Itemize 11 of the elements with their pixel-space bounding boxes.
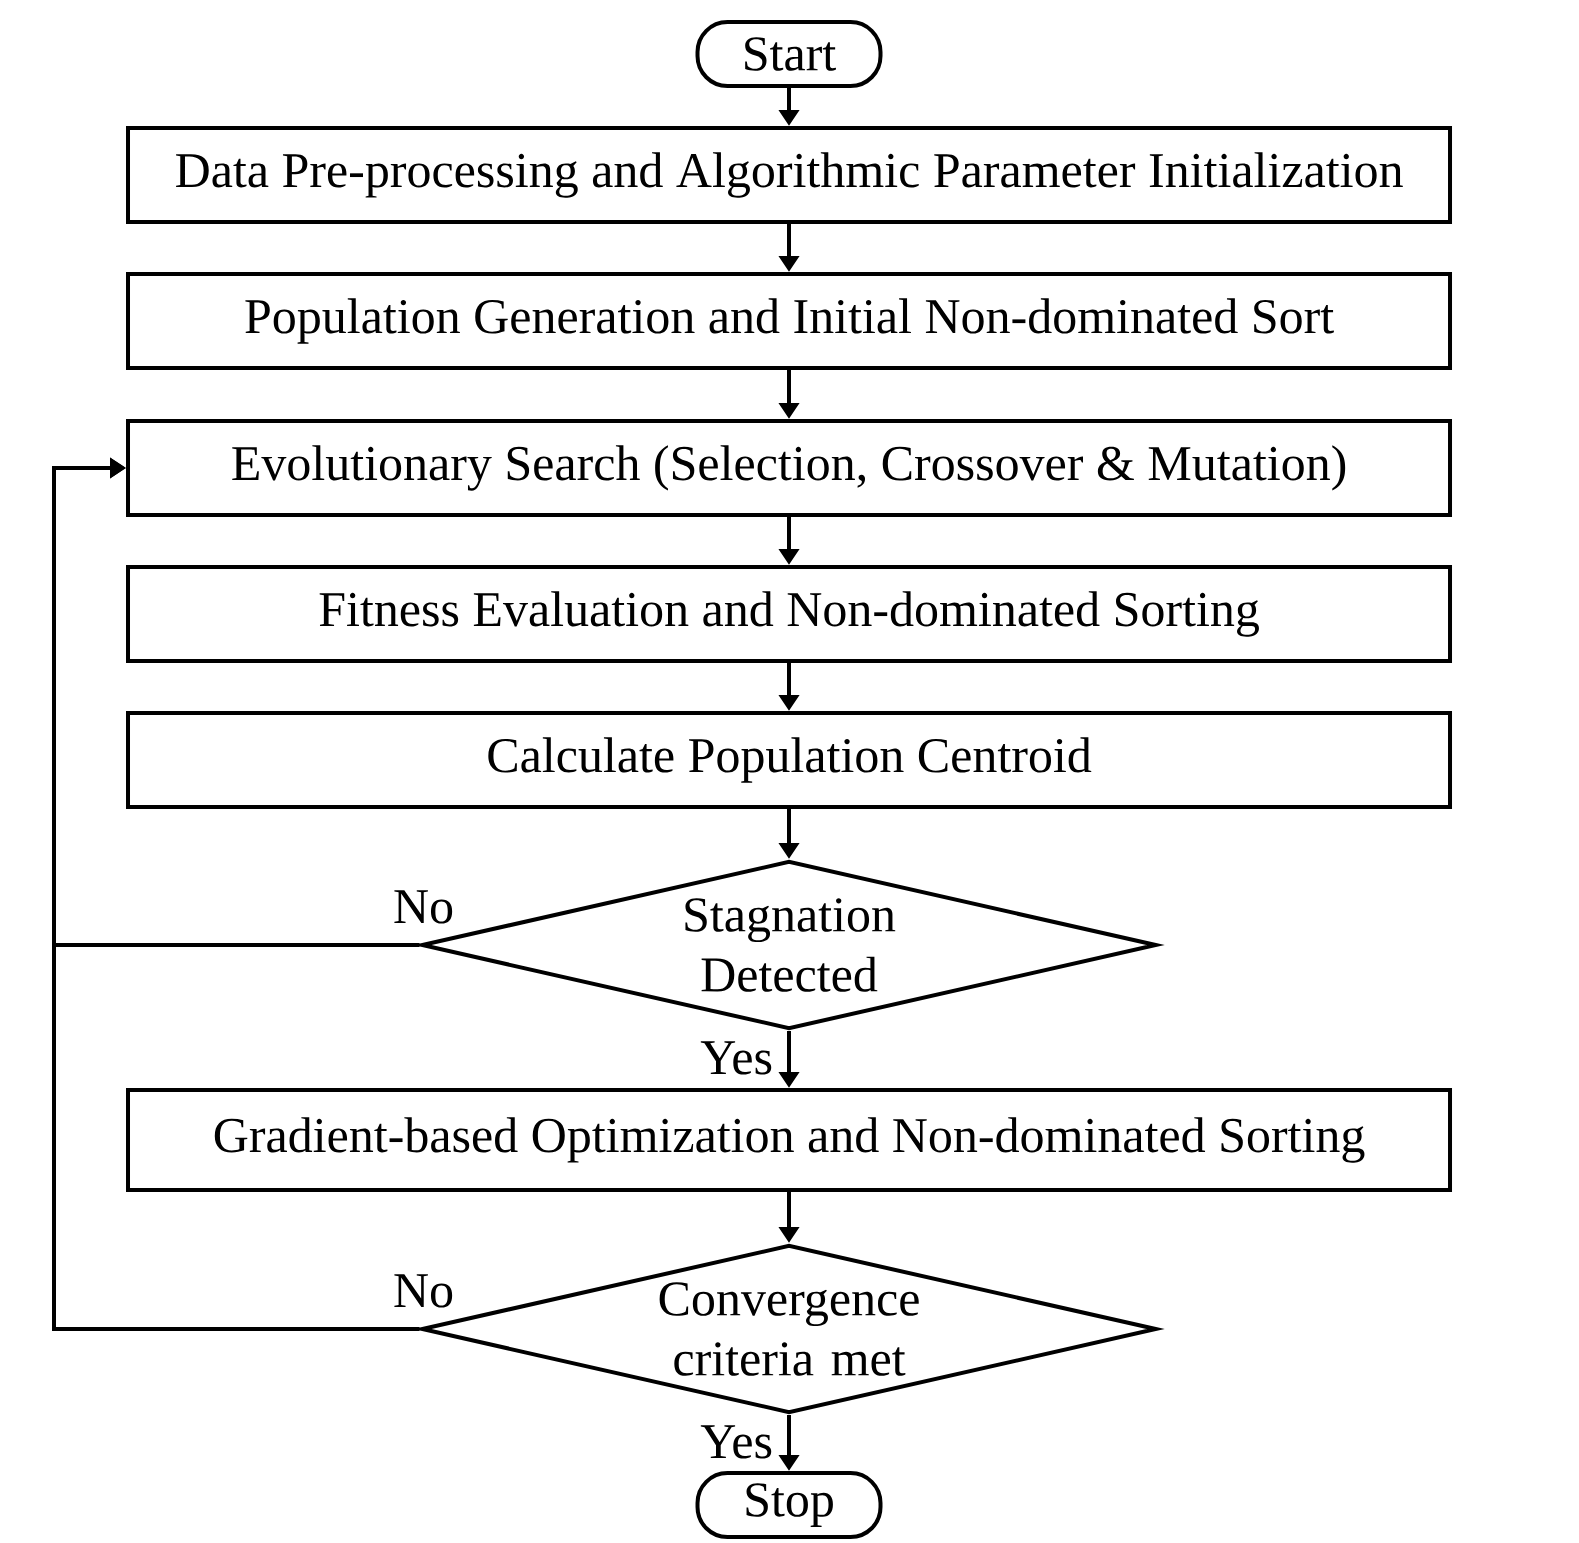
edge-label: Yes (700, 1425, 772, 1459)
process-box: Population Generation and Initial Non-dominated Sort (126, 272, 1452, 370)
arrow (52, 457, 420, 1331)
process-box: Calculate Population Centroid (126, 711, 1452, 809)
edge-label: Yes (700, 1041, 772, 1075)
edge-label: No (394, 890, 453, 924)
process-box: Evolutionary Search (Selection, Crossover & Mutation) (126, 419, 1452, 517)
process-box: Fitness Evaluation and Non-dominated Sorting (126, 565, 1452, 663)
process-box: Gradient-based Optimization and Non-dominated Sorting (126, 1088, 1452, 1192)
edge-label: No (394, 1274, 453, 1308)
process-box: Data Pre-processing and Algorithmic Parameter Initialization (126, 126, 1452, 224)
